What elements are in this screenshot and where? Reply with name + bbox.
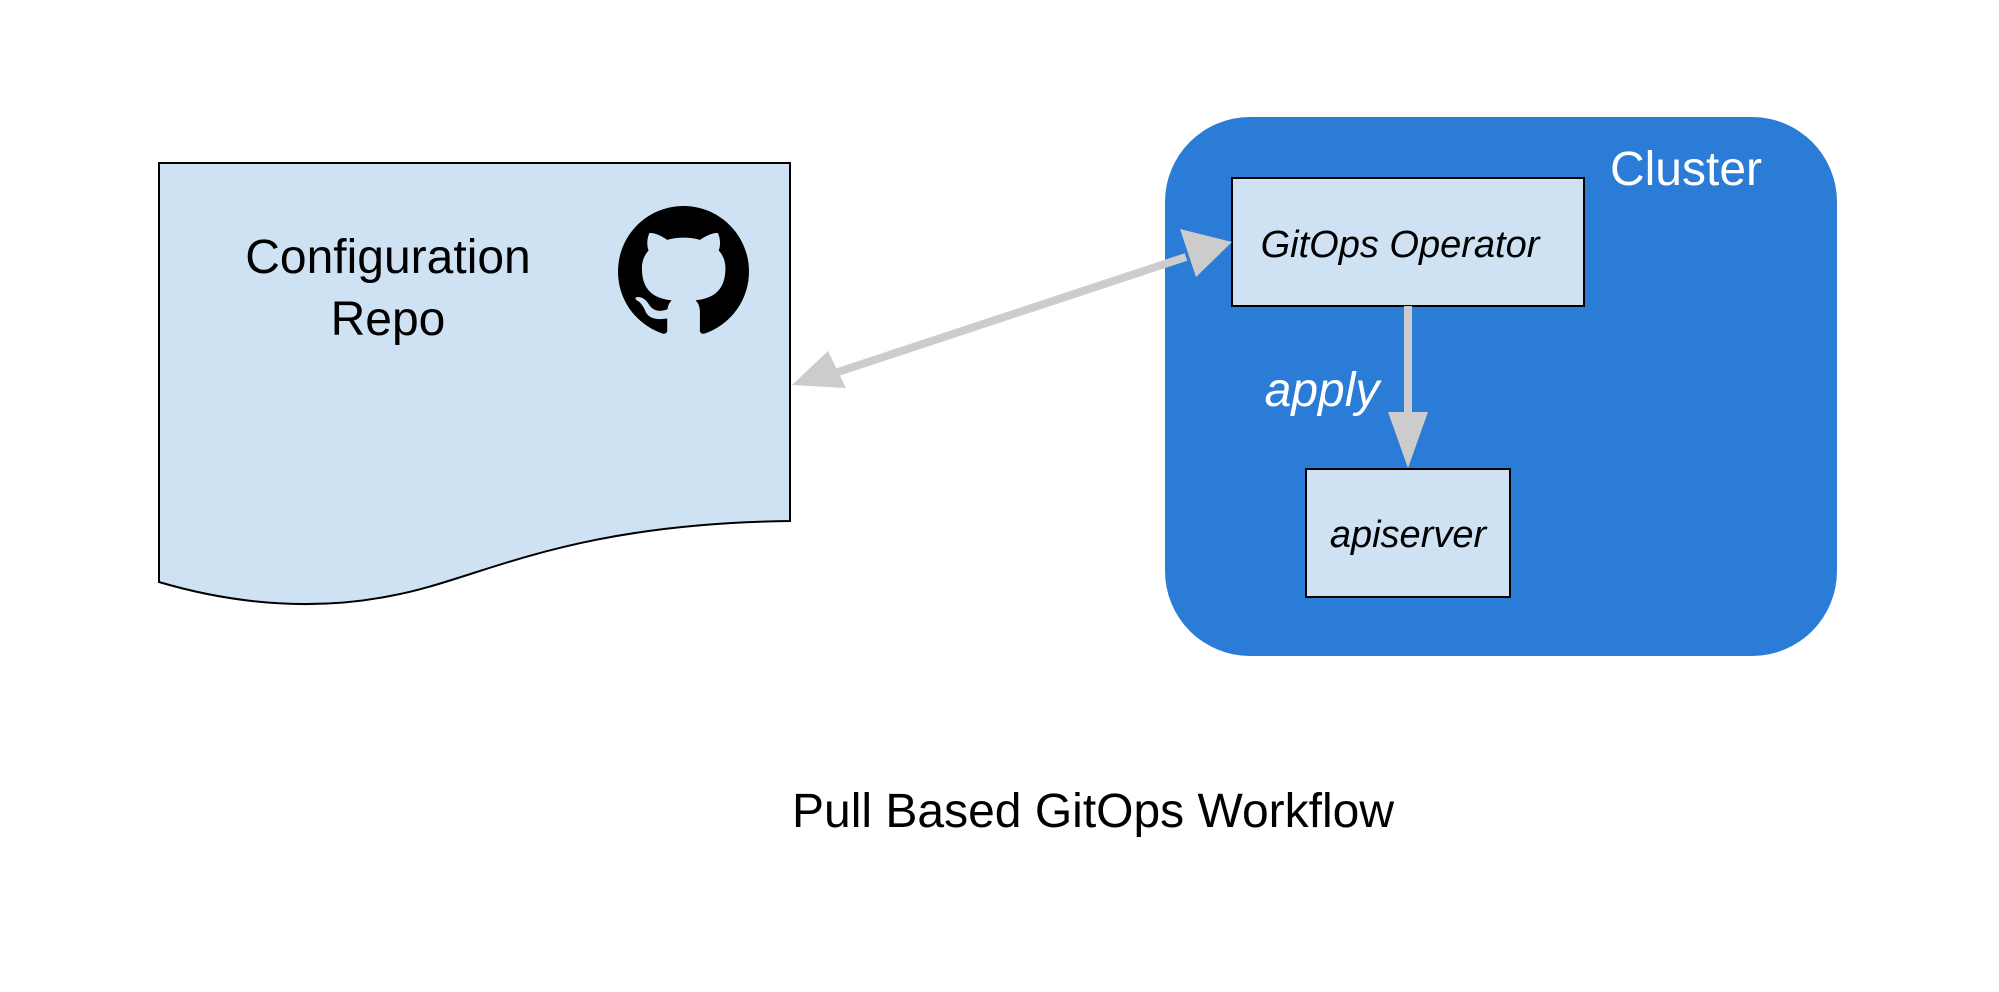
gitops-operator-box	[1231, 177, 1585, 307]
repo-title-line1: Configuration	[245, 231, 531, 284]
diagram-caption: Pull Based GitOps Workflow	[792, 785, 1394, 838]
configuration-repo-document: Configuration Repo	[158, 162, 791, 606]
sync-arrowhead-repo	[792, 351, 846, 388]
apiserver-box	[1305, 468, 1511, 598]
apply-label: apply	[1265, 364, 1383, 417]
apiserver-label: apiserver	[1330, 514, 1488, 556]
github-octocat-icon	[618, 206, 749, 334]
cluster-label: Cluster	[1610, 143, 1762, 196]
cluster-container: Cluster GitOps Operator apply apiserver	[1165, 117, 1837, 656]
sync-arrow	[792, 229, 1232, 388]
apply-arrow	[1388, 306, 1428, 468]
gitops-operator-label: GitOps Operator	[1261, 224, 1541, 266]
repo-title-line2: Repo	[331, 293, 446, 346]
sync-arrowhead-operator	[1180, 229, 1232, 277]
